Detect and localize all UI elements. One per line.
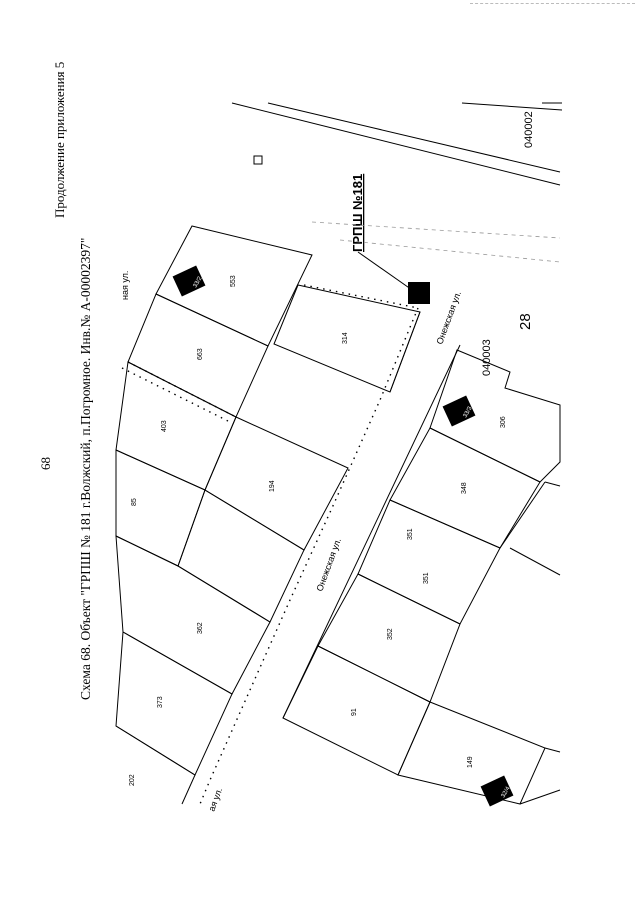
parcel-202: 202 (129, 774, 136, 786)
marker-square (253, 155, 263, 165)
building-labels: 33/2 33/3 32/4 (193, 275, 512, 799)
parcel-553: 553 (230, 275, 237, 287)
parcel-351b: 351 (423, 572, 430, 584)
quarter-code-2: 040003 (481, 339, 493, 376)
street-label-3: ая ул. (206, 786, 224, 812)
parcel-numbers: 553 663 314 403 85 194 362 373 202 306 3… (129, 275, 507, 786)
building-1 (172, 265, 206, 297)
parcel-348: 348 (461, 482, 468, 494)
parcel-403: 403 (161, 420, 168, 432)
parcel-lines (115, 225, 561, 805)
faint-dashed-lines (311, 221, 561, 263)
building-label-1: 33/2 (193, 275, 204, 289)
building-3 (480, 775, 514, 807)
street-label-1: Онежская ул. (434, 290, 463, 346)
object-marker (408, 282, 430, 304)
object-label: ГРПШ №181 (350, 174, 365, 252)
parcel-306: 306 (500, 416, 507, 428)
quarter-code-1: 040002 (523, 111, 535, 148)
parcel-351a: 351 (407, 528, 414, 540)
top-dashed-line (470, 3, 635, 4)
parcel-362: 362 (197, 622, 204, 634)
parcel-91: 91 (351, 708, 358, 716)
building-label-2: 33/3 (463, 405, 474, 419)
street-label-4: ная ул. (120, 271, 130, 300)
street-label-2: Онежская ул. (314, 537, 343, 593)
parcel-373: 373 (157, 696, 164, 708)
parcel-352: 352 (387, 628, 394, 640)
parcel-194: 194 (269, 480, 276, 492)
parcel-314: 314 (342, 332, 349, 344)
parcel-149: 149 (467, 756, 474, 768)
parcel-663: 663 (197, 348, 204, 360)
building-label-3: 32/4 (501, 785, 512, 799)
building-2 (442, 395, 476, 427)
object-leader-line (357, 251, 416, 293)
parcel-85: 85 (131, 498, 138, 506)
boundary-lines (231, 102, 563, 186)
pipeline-dotted (121, 284, 419, 805)
block-number: 28 (517, 313, 534, 330)
